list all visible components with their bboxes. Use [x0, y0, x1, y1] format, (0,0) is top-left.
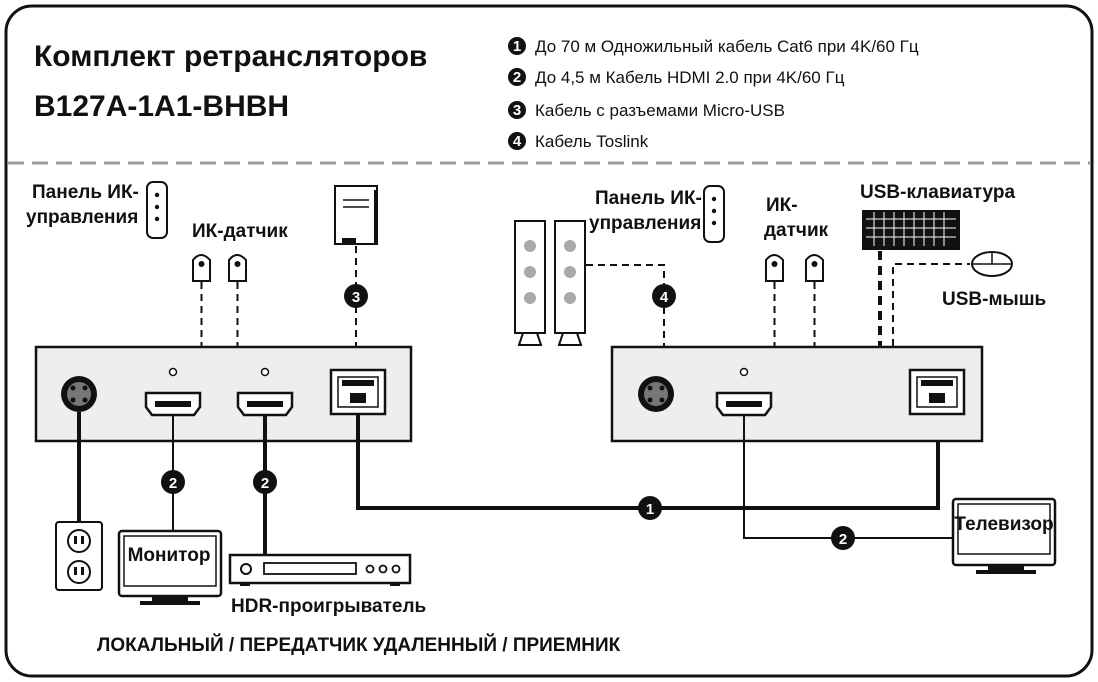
- power-port-icon-remote: [638, 376, 674, 412]
- ir-sensor-local-label: ИК-датчик: [192, 221, 288, 242]
- legend-num-2: 2: [513, 69, 521, 86]
- hdmi-port-icon-remote: [715, 367, 773, 417]
- cable-badge-2a-num: 2: [169, 475, 177, 492]
- ir-sensor-icon-local-2: [228, 254, 247, 282]
- mouse-icon: [971, 251, 1013, 277]
- legend: 1 До 70 м Одножильный кабель Cat6 при 4K…: [508, 37, 919, 151]
- tv-icon: [951, 497, 1057, 574]
- ir-panel-local-label-1: Панель ИК-: [32, 182, 139, 203]
- legend-num-1: 1: [513, 38, 521, 55]
- hdmi-port-icon-local-2: [236, 367, 294, 417]
- tv-label: Телевизор: [954, 514, 1053, 535]
- computer-icon: [334, 185, 378, 245]
- legend-badge-2: [508, 68, 526, 86]
- ir-sensor-icon-local-1: [192, 254, 211, 282]
- speaker-icon-2: [554, 220, 586, 346]
- cable-badge-4-num: 4: [660, 289, 669, 306]
- cable-badge-2c: [831, 526, 855, 550]
- monitor-icon: [117, 529, 223, 605]
- legend-badge-4: [508, 132, 526, 150]
- legend-badge-3: [508, 101, 526, 119]
- ir-sensor-remote-label-2: датчик: [764, 220, 829, 241]
- legend-item-2: До 4,5 м Кабель HDMI 2.0 при 4K/60 Гц: [535, 68, 845, 87]
- ir-remote-icon-local: [146, 181, 168, 239]
- ir-panel-remote-label-2: управления: [589, 213, 701, 234]
- usb-keyboard-label: USB-клавиатура: [860, 182, 1015, 203]
- legend-badge-1: [508, 37, 526, 55]
- hdmi-port-icon-local-1: [144, 367, 202, 417]
- ir-remote-icon-remote: [703, 185, 725, 243]
- footer-caption: ЛОКАЛЬНЫЙ / ПЕРЕДАТЧИК УДАЛЕННЫЙ / ПРИЕМ…: [97, 634, 621, 656]
- ir-panel-remote-label-1: Панель ИК-: [595, 188, 702, 209]
- keyboard-icon: [862, 210, 960, 250]
- ir-sensor-icon-remote-1: [765, 254, 784, 282]
- cable-badge-3-num: 3: [352, 289, 360, 306]
- power-outlet-icon: [55, 521, 103, 591]
- speaker-icon-1: [514, 220, 546, 346]
- ir-sensor-icon-remote-2: [805, 254, 824, 282]
- monitor-label: Монитор: [128, 545, 211, 566]
- hdr-player-icon: [228, 553, 412, 586]
- rj45-port-icon-local: [329, 368, 387, 416]
- cable-badge-1: [638, 496, 662, 520]
- cable-badge-2b: [253, 470, 277, 494]
- cable-badge-4: [652, 284, 676, 308]
- cable-badge-2a: [161, 470, 185, 494]
- rj45-port-icon-remote: [908, 368, 966, 416]
- legend-item-3: Кабель с разъемами Micro-USB: [535, 101, 785, 120]
- legend-num-4: 4: [513, 133, 522, 150]
- legend-num-3: 3: [513, 102, 521, 119]
- cable-badge-2b-num: 2: [261, 475, 269, 492]
- ir-panel-local-label-2: управления: [26, 207, 138, 228]
- cable-badge-2c-num: 2: [839, 531, 847, 548]
- cable-badge-3: [344, 284, 368, 308]
- ir-sensor-remote-label-1: ИК-: [766, 195, 798, 216]
- title-line-2: B127A-1A1-BHBH: [34, 90, 289, 123]
- title-line-1: Комплект ретрансляторов: [34, 40, 427, 73]
- legend-item-4: Кабель Toslink: [535, 132, 649, 151]
- cable-badge-1-num: 1: [646, 501, 654, 518]
- legend-item-1: До 70 м Одножильный кабель Cat6 при 4K/6…: [535, 37, 919, 56]
- usb-mouse-label: USB-мышь: [942, 289, 1046, 310]
- power-port-icon-local: [61, 376, 97, 412]
- hdr-player-label: HDR-проигрыватель: [231, 596, 426, 617]
